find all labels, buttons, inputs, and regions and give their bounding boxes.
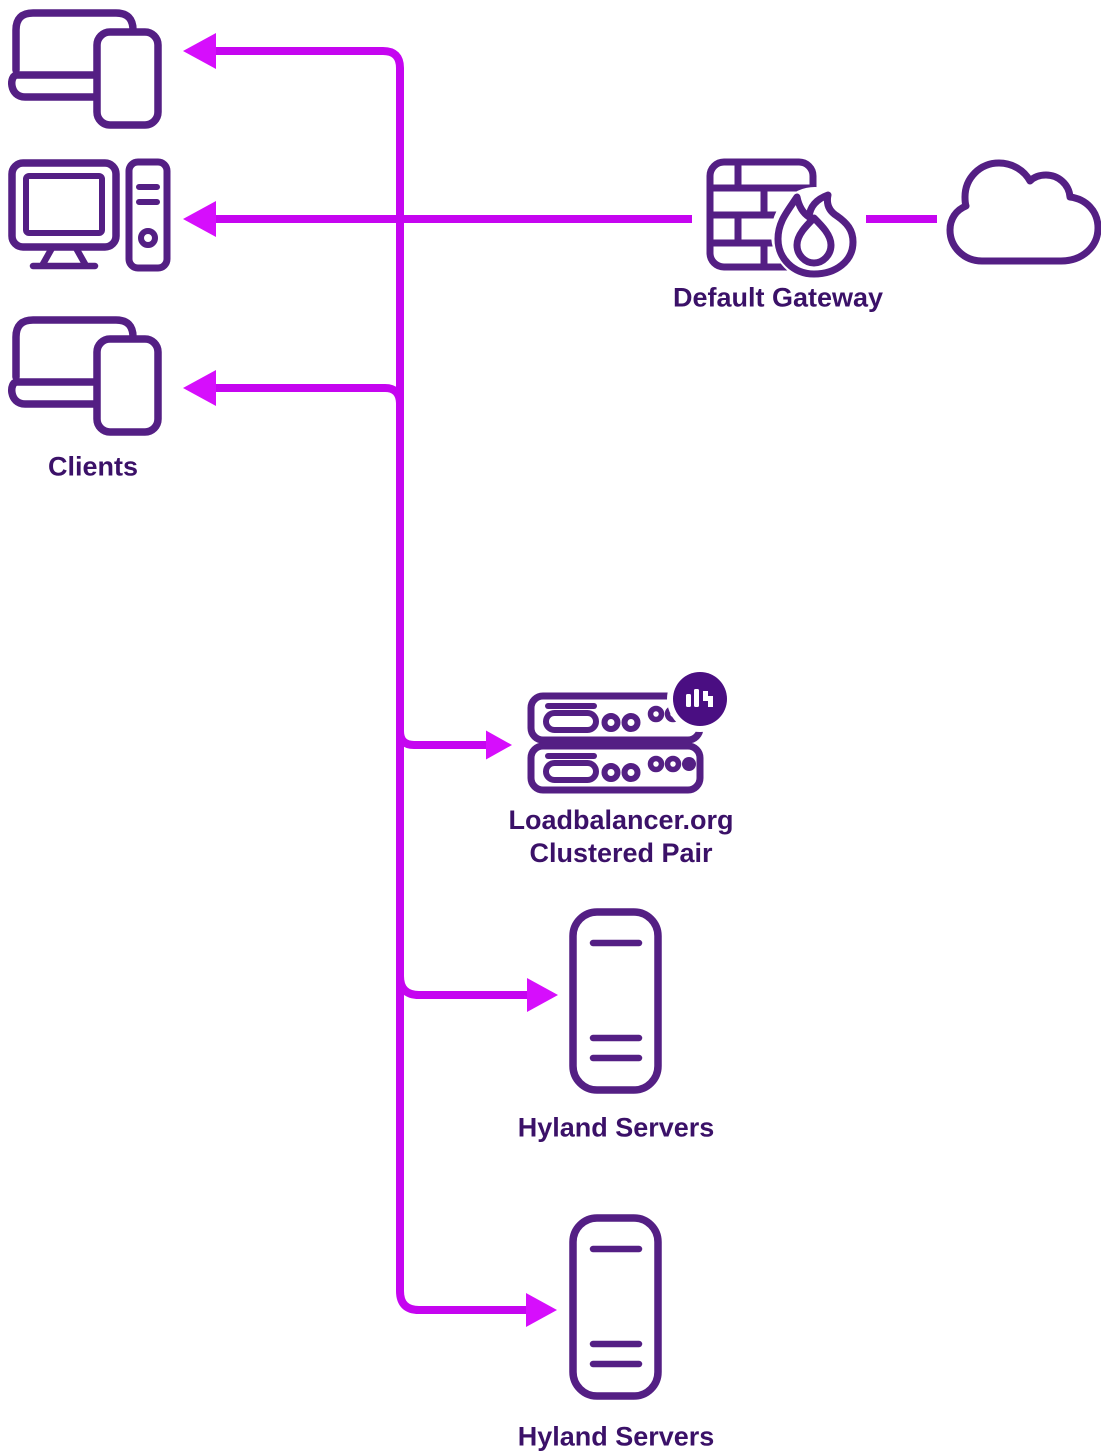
arrow-hyland-bottom: [526, 1293, 557, 1327]
rack-unit-bottom: [527, 742, 704, 794]
firewall-flame-icon: [706, 158, 859, 281]
connector-lines: [200, 47, 937, 1314]
default-gateway-label: Default Gateway: [672, 282, 884, 313]
arrow-clients-desktop: [183, 201, 216, 237]
hyland-servers-bottom-label: Hyland Servers: [517, 1421, 715, 1452]
laptop-phone-icon: [8, 316, 162, 436]
arrow-loadbalancer: [486, 730, 512, 760]
branch-to-clients-bottom: [200, 384, 404, 404]
arrow-clients-top: [183, 33, 216, 69]
tower-server-icon: [569, 1214, 662, 1400]
arrow-hyland-top: [527, 978, 558, 1012]
arrowheads: [183, 33, 558, 1327]
loadbalancer-label: Loadbalancer.org Clustered Pair: [508, 804, 733, 870]
tower-server-icon: [569, 908, 662, 1094]
hyland-servers-top-label: Hyland Servers: [517, 1112, 715, 1143]
arrow-clients-bottom: [183, 370, 216, 406]
laptop-phone-icon: [8, 9, 162, 129]
loadbalancer-badge: [667, 666, 733, 732]
clients-label: Clients: [47, 451, 139, 482]
loadbalancer-label-line1: Loadbalancer.org: [508, 805, 734, 835]
trunk-line: [200, 47, 534, 1314]
branch-to-loadbalancer: [396, 730, 492, 749]
branch-to-hyland-top: [396, 975, 531, 999]
loadbalancer-label-line2: Clustered Pair: [529, 838, 713, 868]
flame-inner-drop: [793, 214, 835, 267]
cloud-icon: [946, 159, 1101, 265]
desktop-computer-icon: [8, 158, 171, 272]
rack-server-pair-icon: [527, 666, 733, 794]
